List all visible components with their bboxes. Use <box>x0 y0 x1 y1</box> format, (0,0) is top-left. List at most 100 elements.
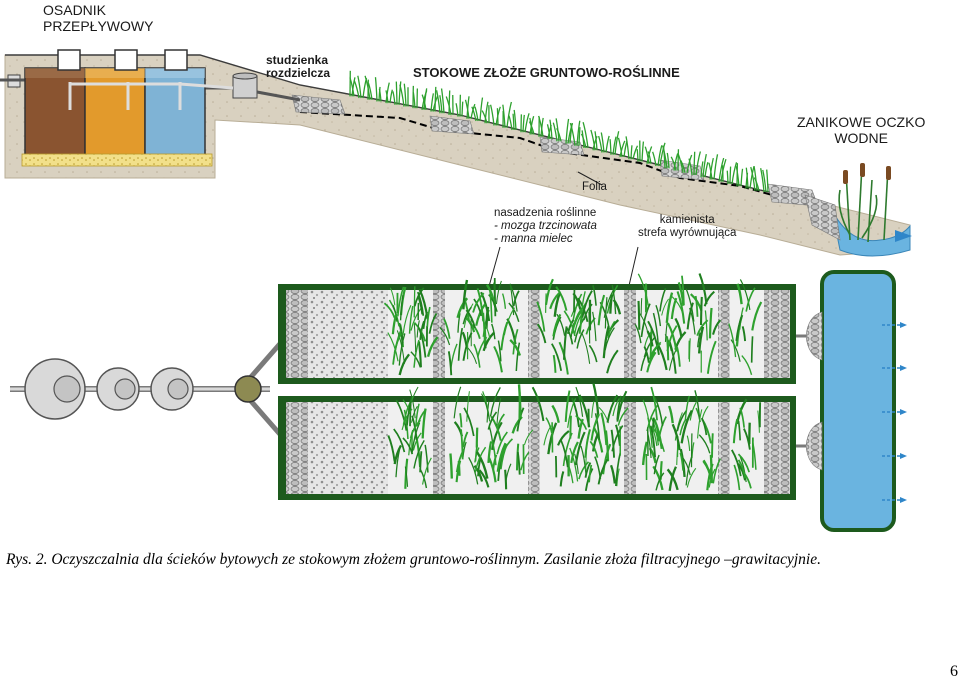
grass-blade <box>573 305 585 324</box>
grass-blade <box>703 290 715 307</box>
grass-blade <box>589 440 599 458</box>
grass-blade <box>688 338 691 362</box>
reed-icon <box>709 158 714 180</box>
grass-blade <box>616 390 628 422</box>
grass-blade <box>603 289 615 318</box>
reed-icon <box>461 101 464 117</box>
grass-blade <box>592 383 600 417</box>
reed-icon <box>625 136 630 160</box>
grass-blade <box>698 273 708 305</box>
grass-blade <box>543 425 552 446</box>
reed-icon <box>630 145 633 160</box>
grass-blade <box>552 313 562 337</box>
grass-blade <box>733 464 741 491</box>
reed-icon <box>481 110 488 124</box>
reed-icon <box>351 77 356 97</box>
grass-blade <box>676 409 688 432</box>
grass-blade <box>395 399 408 431</box>
grass-blade <box>711 433 714 458</box>
grass-blade <box>676 446 679 466</box>
reed-icon <box>434 86 437 112</box>
grass-blade <box>590 413 600 441</box>
grass-blade <box>421 457 432 485</box>
reed-icon <box>609 139 612 155</box>
grass-blade <box>579 291 586 323</box>
grass-blade <box>611 284 617 315</box>
grass-blade <box>473 298 483 317</box>
grass-blade <box>743 428 751 450</box>
grass-blade <box>566 319 575 335</box>
reed-icon <box>735 166 740 187</box>
reed-icon <box>374 77 378 102</box>
grass-blade <box>531 386 545 422</box>
label-settler: OSADNIK PRZEPŁYWOWY <box>43 2 154 34</box>
grass-blade <box>578 394 591 428</box>
grass-blade <box>417 341 422 368</box>
grass-blade <box>447 351 453 376</box>
grass-blade <box>655 304 662 327</box>
grass-blade <box>699 296 703 326</box>
reed-icon <box>496 108 499 126</box>
arrow-icon <box>882 322 907 503</box>
grass-blade <box>728 323 737 358</box>
grass-blade <box>463 407 475 437</box>
grass-blade <box>455 448 465 473</box>
reed-icon <box>389 89 393 104</box>
grass-blade <box>610 429 616 458</box>
grass-blade <box>597 294 606 326</box>
grass-blade <box>639 313 649 335</box>
grass-blade <box>457 313 461 333</box>
grass-blade <box>737 453 750 473</box>
grass-blade <box>495 280 502 305</box>
grass-blade <box>501 438 514 456</box>
reed-icon <box>546 124 551 140</box>
grass-blade <box>566 327 574 345</box>
reed-icon <box>349 77 355 97</box>
grass-blade <box>712 458 721 484</box>
grass-blade <box>655 472 665 491</box>
grass-blade <box>481 319 491 340</box>
grass-blade <box>428 313 438 334</box>
grass-blade <box>617 407 629 426</box>
grass-blade <box>487 441 493 463</box>
grass-blade <box>684 395 690 421</box>
grass-blade <box>668 466 677 491</box>
grass-blade <box>694 295 699 317</box>
reed-icon <box>399 84 405 107</box>
grass-blade <box>694 390 701 420</box>
grass-blade <box>745 287 756 312</box>
grass-blade <box>575 386 584 417</box>
grass-blade <box>402 396 414 425</box>
grass-blade <box>640 298 643 317</box>
grass-blade <box>491 323 496 340</box>
grass-blade <box>647 417 653 448</box>
grass-blade <box>496 397 502 426</box>
grass-blade <box>712 319 722 335</box>
reed-icon <box>644 146 650 164</box>
grass-blade <box>402 305 412 336</box>
grass-blade <box>584 462 592 478</box>
reed-icon <box>569 122 573 144</box>
grass-blade <box>751 301 763 331</box>
grass-blade <box>424 444 429 473</box>
reed-icon <box>364 75 371 100</box>
grass-blade <box>641 441 648 466</box>
reed-icon <box>502 104 506 128</box>
grass-blade <box>404 466 409 487</box>
grass-blade <box>500 321 509 351</box>
reed-icon <box>412 92 416 109</box>
grass-blade <box>731 449 742 477</box>
grass-blade <box>511 415 523 434</box>
reed-icon <box>598 135 603 153</box>
grass-blade <box>576 329 585 349</box>
reed-icon <box>600 132 605 153</box>
grass-blade <box>496 442 507 472</box>
grass-blade <box>536 301 546 332</box>
grass-blade <box>509 283 518 312</box>
reed-icon <box>489 104 495 126</box>
reed-icon <box>565 118 570 144</box>
grass-blade <box>443 318 451 339</box>
grass-blade <box>456 297 469 319</box>
grass-blade <box>459 413 463 428</box>
reed-icon <box>762 169 767 193</box>
